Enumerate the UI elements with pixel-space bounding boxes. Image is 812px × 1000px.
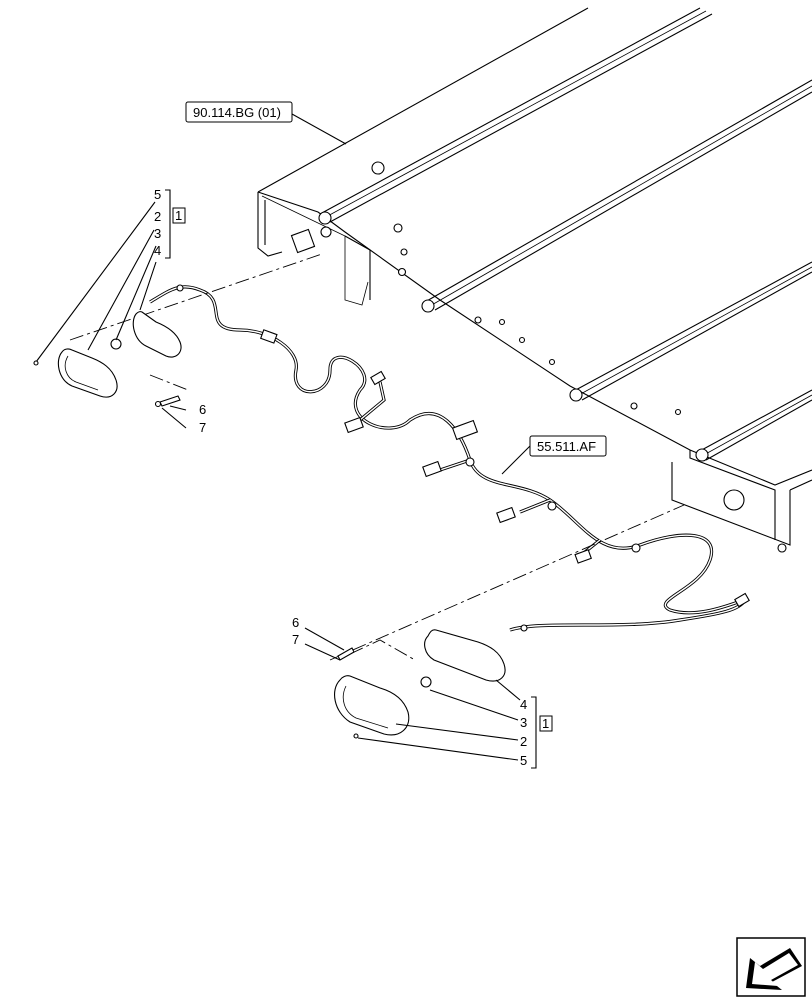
previous-arrow-icon[interactable] (736, 937, 806, 997)
frame-reference[interactable]: 90.114.BG (01) (185, 101, 347, 145)
chassis-frame (257, 7, 812, 553)
right-callout-3: 3 (520, 715, 527, 730)
left-callouts: 5 2 3 4 1 6 7 (154, 187, 206, 435)
right-callout-4: 4 (520, 697, 527, 712)
right-lamp-centerline (329, 504, 685, 661)
right-screw-centerline (349, 639, 416, 661)
left-callout-7: 7 (199, 420, 206, 435)
left-lamp-centerline (69, 253, 323, 341)
right-group-box (539, 715, 553, 732)
left-lamp-assembly (33, 201, 187, 429)
right-callout-6: 6 (292, 615, 299, 630)
right-lamp-assembly (304, 627, 521, 761)
frame-reference-label: 90.114.BG (01) (193, 105, 281, 120)
left-group-label: 1 (175, 208, 182, 223)
right-callout-7: 7 (292, 632, 299, 647)
left-group-box (172, 207, 186, 224)
left-callout-2: 2 (154, 209, 161, 224)
left-callout-4: 4 (154, 243, 161, 258)
left-callout-6: 6 (199, 402, 206, 417)
left-callout-3: 3 (154, 226, 161, 241)
harness-reference-label: 55.511.AF (537, 439, 596, 454)
left-callout-5: 5 (154, 187, 161, 202)
left-screw-centerline (149, 374, 189, 391)
right-group-label: 1 (542, 716, 549, 731)
right-callouts: 6 7 4 3 2 5 1 (292, 615, 553, 769)
right-callout-2: 2 (520, 734, 527, 749)
wiring-harness (149, 284, 750, 632)
right-callout-5: 5 (520, 753, 527, 768)
harness-reference[interactable]: 55.511.AF (501, 435, 607, 475)
